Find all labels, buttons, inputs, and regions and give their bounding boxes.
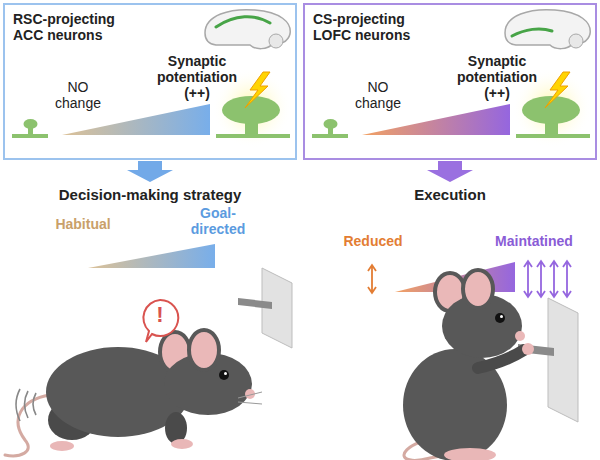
cerebellum	[569, 34, 583, 48]
mouse-ear	[189, 330, 219, 370]
brain-outline	[205, 10, 290, 49]
outcome-region: ExecutionReduced Maintatined	[303, 183, 597, 299]
small-spine	[324, 119, 338, 129]
double-arrow	[563, 261, 571, 297]
brain-icon	[205, 10, 290, 49]
block-arrow	[127, 161, 173, 182]
outcome-title: Decision-making strategy	[3, 186, 297, 203]
panel-note: NO change	[349, 79, 407, 111]
mouse-eye	[219, 370, 229, 380]
projection-path	[512, 29, 552, 36]
brain-icon	[505, 10, 590, 49]
double-arrow	[550, 261, 558, 297]
scale-low-label: Habitual	[41, 216, 125, 232]
small-spine	[24, 119, 38, 129]
mouse-arm	[478, 350, 524, 368]
neuron-panel: RSC-projecting ACC neurons NO change Synap…	[3, 3, 297, 160]
double-arrow	[524, 261, 532, 297]
cerebellum	[269, 34, 283, 48]
eye-highlight	[500, 315, 503, 318]
lever	[238, 298, 272, 309]
mouse-foot	[50, 441, 74, 451]
mouse-foot	[171, 439, 193, 449]
lightning-bolt	[545, 72, 570, 108]
panel-highlight: Synaptic potentiation (++)	[147, 53, 247, 101]
panel-title: RSC-projecting ACC neurons	[13, 11, 131, 43]
mouse-walking	[5, 330, 262, 456]
panel-title: CS-projecting LOFC neurons	[313, 11, 431, 43]
block-arrow	[427, 161, 473, 182]
panel-note: NO change	[49, 79, 107, 111]
mouse-rearing	[403, 270, 534, 460]
mouse-tail	[5, 395, 50, 456]
scale-high-label: Goal-directed	[185, 205, 251, 237]
whiskers	[238, 392, 262, 404]
scale-low-label: Reduced	[331, 233, 415, 249]
outcome-region: Decision-making strategyHabitual Goal-dir…	[3, 183, 297, 271]
double-arrow	[368, 265, 376, 293]
alert-bubble	[143, 300, 178, 342]
brain-outline	[505, 10, 590, 49]
double-arrow	[537, 261, 545, 297]
lightning-bolt	[245, 72, 270, 108]
panel-highlight: Synaptic potentiation (++)	[447, 53, 547, 101]
gradient-wedge	[88, 244, 215, 268]
mouse-hand	[522, 343, 534, 355]
mouse-foot	[444, 448, 496, 460]
neuron-panel: CS-projecting LOFC neurons NO change Synap…	[303, 3, 597, 160]
mouse-eye	[495, 313, 505, 323]
lever-wall	[548, 298, 578, 422]
scale-high-label: Maintatined	[479, 233, 589, 249]
eye-highlight	[224, 372, 227, 375]
motion-lines	[16, 389, 36, 421]
outcome-title: Execution	[303, 186, 597, 203]
projection-path	[216, 17, 270, 27]
alert-mark: !	[150, 303, 170, 327]
mouse-nose	[515, 331, 525, 341]
mouse-ear	[463, 270, 493, 308]
